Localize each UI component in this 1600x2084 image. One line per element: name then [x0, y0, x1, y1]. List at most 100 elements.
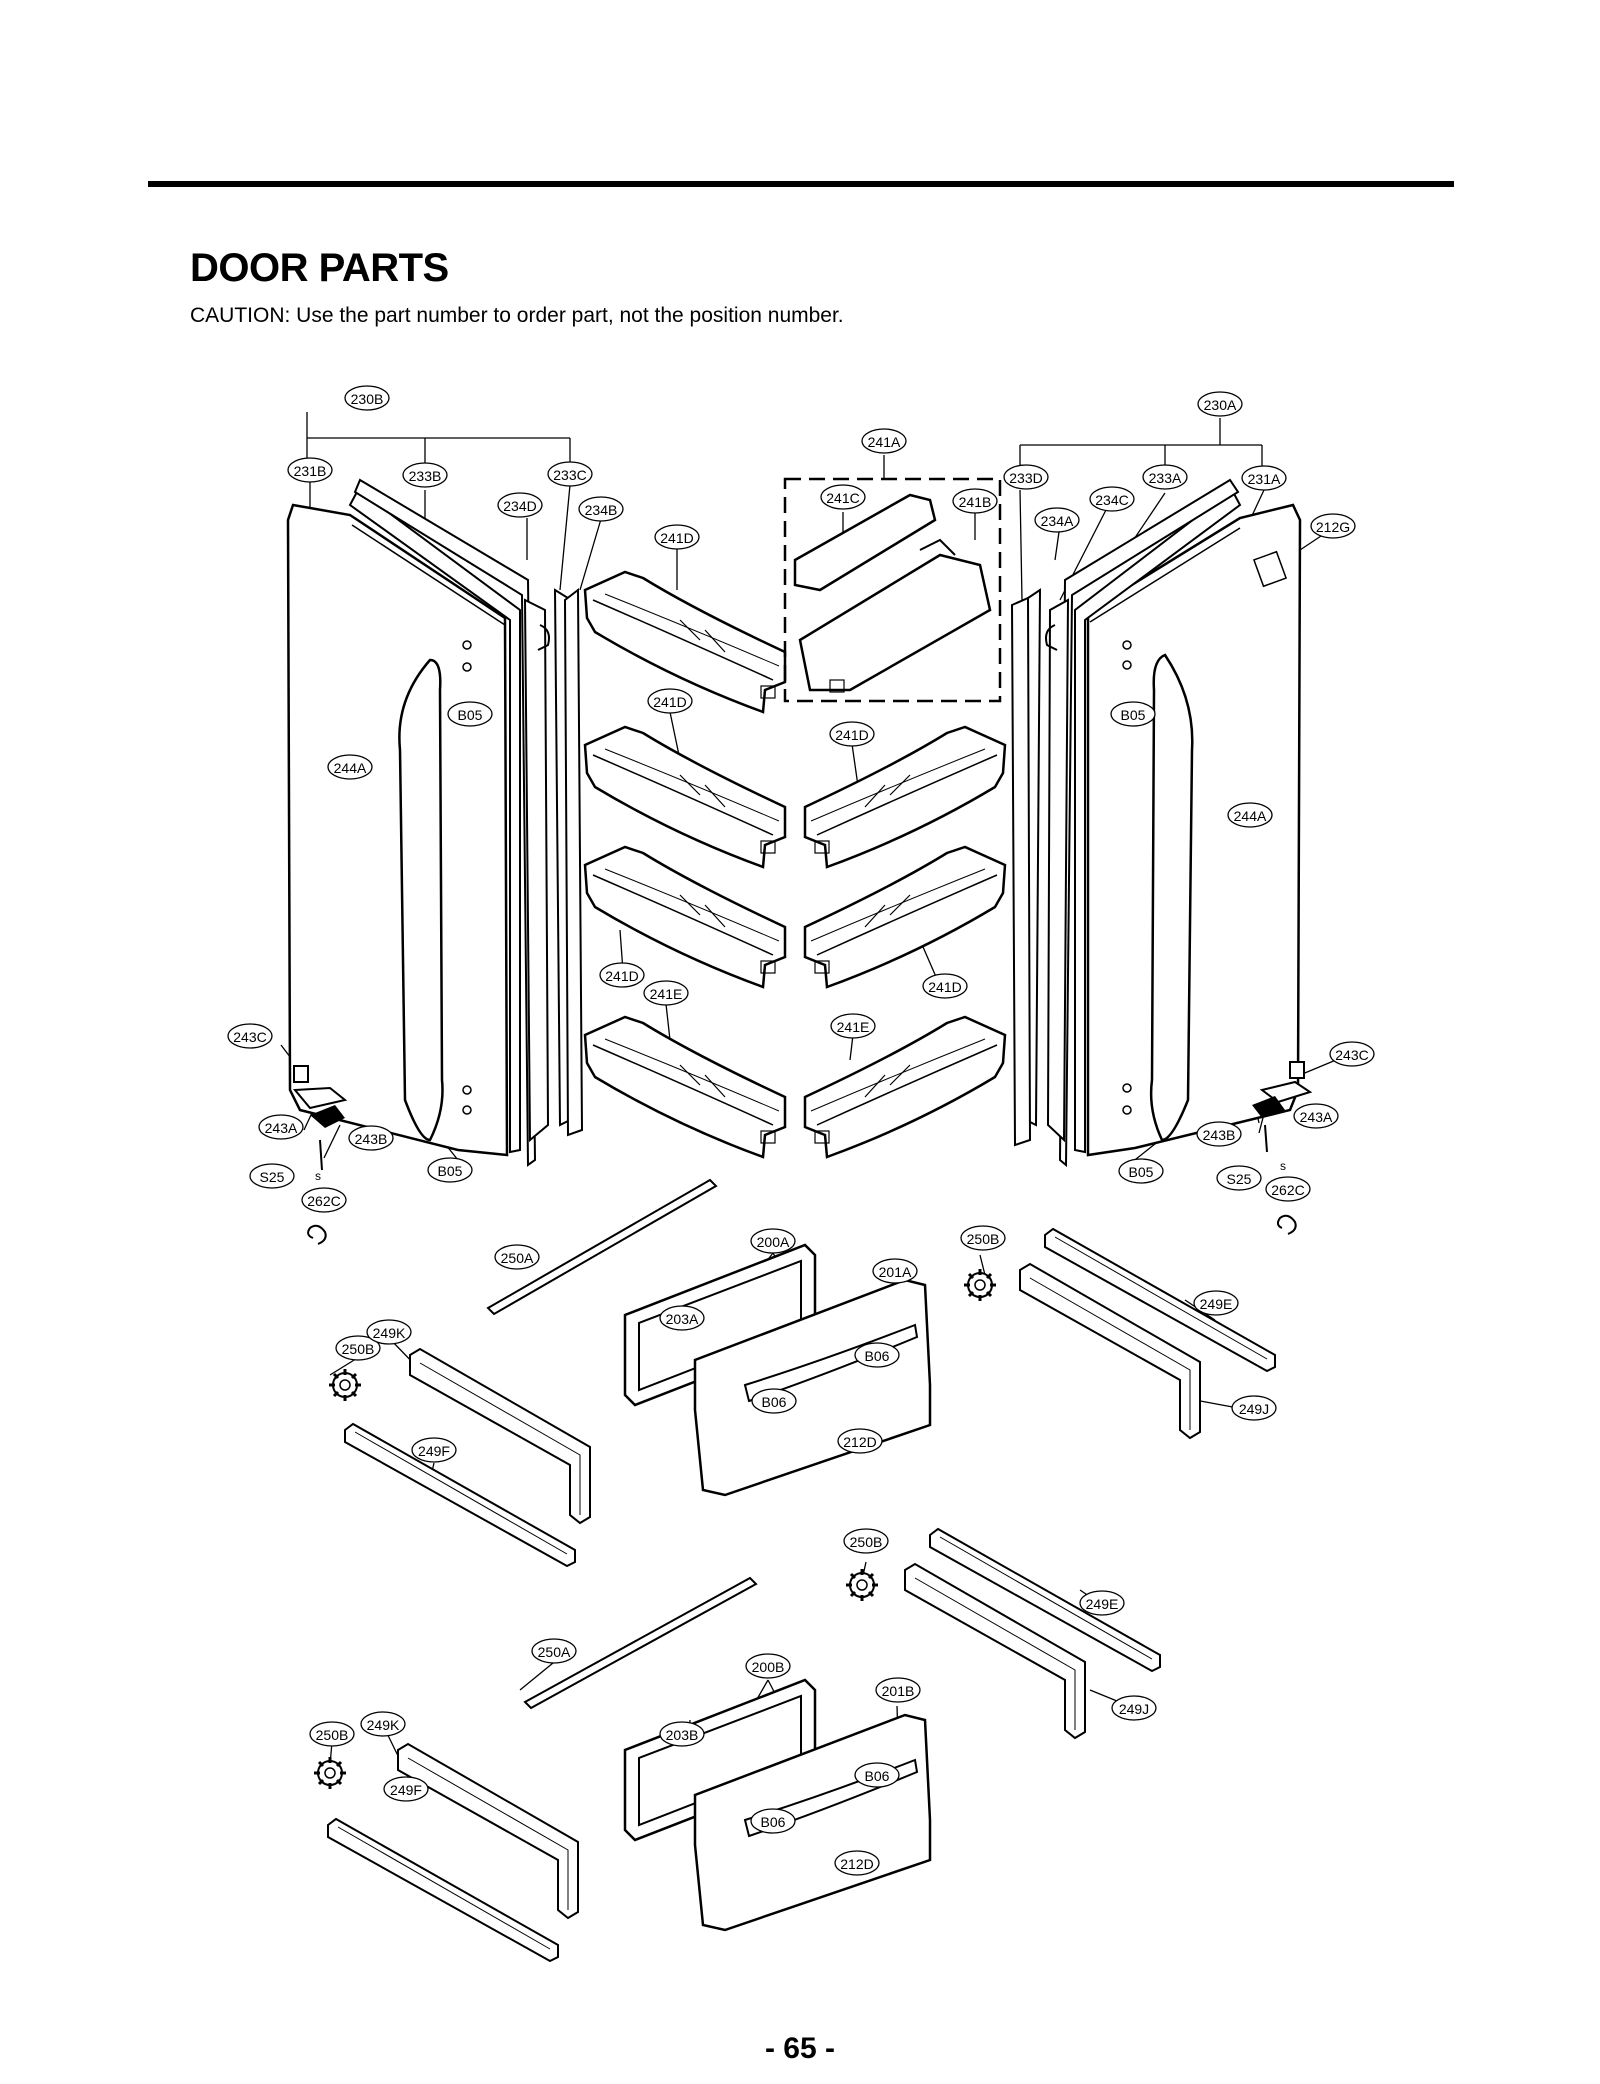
callout-text: 241E	[837, 1019, 870, 1035]
callout-233b: 233B	[402, 462, 448, 488]
callout-b05-1: B05	[447, 701, 493, 727]
callout-text: 234D	[503, 498, 536, 514]
callout-250b-2: 250B	[335, 1335, 381, 1361]
bracket-249J-lower	[904, 1563, 1086, 1739]
callout-241d-1: 241D	[654, 524, 700, 550]
callout-230a: 230A	[1197, 391, 1243, 417]
upper-drawer	[623, 1243, 932, 1497]
callout-234d: 234D	[497, 492, 543, 518]
callout-243b-1: 243B	[348, 1125, 394, 1151]
callout-241d-3: 241D	[829, 721, 875, 747]
callout-text: 241E	[650, 986, 683, 1002]
top-rule	[148, 181, 1454, 187]
callout-text: 249J	[1119, 1701, 1149, 1717]
left-door-assembly	[286, 478, 584, 1245]
callout-text: 249E	[1086, 1596, 1119, 1612]
callout-s25-2: S25	[1216, 1165, 1262, 1191]
callout-text: B06	[865, 1768, 890, 1784]
callout-text: 250A	[501, 1250, 534, 1266]
gear-lower-right	[844, 1567, 880, 1603]
callout-244a-2: 244A	[1227, 802, 1273, 828]
lower-drawer	[623, 1678, 932, 1932]
callout-200b: 200B	[745, 1653, 791, 1679]
callout-text: 241B	[959, 494, 992, 510]
callout-text: 244A	[334, 760, 367, 776]
callout-text: B05	[438, 1163, 463, 1179]
callout-text: B05	[1121, 707, 1146, 723]
callout-text: 231B	[294, 463, 327, 479]
callout-243c-1: 243C	[227, 1023, 273, 1049]
callout-text: 250A	[538, 1644, 571, 1660]
callout-243a-2: 243A	[1293, 1103, 1339, 1129]
callout-text: 243A	[265, 1120, 298, 1136]
callout-250a-2: 250A	[531, 1638, 577, 1664]
s-marker: s	[1280, 1159, 1286, 1173]
bracket-249K-upper	[409, 1348, 591, 1524]
callout-text: 212D	[843, 1434, 876, 1450]
gear-upper-left	[327, 1367, 363, 1403]
callout-b05-4: B05	[1118, 1158, 1164, 1184]
page-title: DOOR PARTS	[190, 246, 449, 290]
callout-241b: 241B	[952, 488, 998, 514]
callout-text: 243C	[233, 1029, 266, 1045]
callout-243c-2: 243C	[1329, 1041, 1375, 1067]
callout-b06-1: B06	[854, 1342, 900, 1368]
callout-241d-4: 241D	[599, 962, 645, 988]
callout-203a: 203A	[659, 1305, 705, 1331]
callout-249j-2: 249J	[1111, 1695, 1157, 1721]
callout-230b: 230B	[344, 385, 390, 411]
callout-b06-4: B06	[750, 1808, 796, 1834]
callout-b06-2: B06	[751, 1388, 797, 1414]
bracket-249J-upper	[1019, 1263, 1201, 1439]
callout-b06-3: B06	[854, 1762, 900, 1788]
callout-text: 201A	[879, 1264, 912, 1280]
callout-234b: 234B	[578, 496, 624, 522]
callout-text: 203A	[666, 1311, 699, 1327]
callout-text: 201B	[882, 1683, 915, 1699]
callout-text: 250B	[342, 1341, 375, 1357]
callout-text: 250B	[316, 1727, 349, 1743]
callout-b05-3: B05	[427, 1157, 473, 1183]
callout-201a: 201A	[872, 1258, 918, 1284]
callout-text: 231A	[1248, 471, 1281, 487]
callout-text: B05	[1129, 1164, 1154, 1180]
page-number: - 65 -	[764, 2032, 836, 2065]
callout-text: 233B	[409, 468, 442, 484]
callout-text: 200A	[757, 1234, 790, 1250]
callout-text: B06	[865, 1348, 890, 1364]
callout-text: 233D	[1009, 470, 1042, 486]
callout-text: B06	[762, 1394, 787, 1410]
callout-text: 241D	[605, 968, 638, 984]
callout-text: 212D	[840, 1856, 873, 1872]
callout-234a: 234A	[1034, 507, 1080, 533]
callout-243b-2: 243B	[1196, 1121, 1242, 1147]
callout-249f-1: 249F	[411, 1437, 457, 1463]
callout-text: S25	[260, 1169, 285, 1185]
right-door-assembly	[1010, 478, 1313, 1235]
callout-text: 241D	[928, 979, 961, 995]
gear-upper-right	[962, 1267, 998, 1303]
callout-text: 233A	[1149, 470, 1182, 486]
callout-text: 249J	[1239, 1401, 1269, 1417]
callout-244a-1: 244A	[327, 754, 373, 780]
callout-250b-3: 250B	[843, 1528, 889, 1554]
callout-241d-5: 241D	[922, 973, 968, 999]
upper-rod	[486, 1178, 718, 1316]
callout-text: 243A	[1300, 1109, 1333, 1125]
callout-text: 234A	[1041, 513, 1074, 529]
callout-text: 243B	[355, 1131, 388, 1147]
callout-text: 262C	[307, 1193, 340, 1209]
callout-text: 203B	[666, 1727, 699, 1743]
callout-text: 250B	[850, 1534, 883, 1550]
callout-text: 241C	[826, 490, 859, 506]
callout-text: 241D	[835, 727, 868, 743]
callout-text: 249K	[373, 1325, 406, 1341]
callout-text: 241D	[653, 694, 686, 710]
s-marker: s	[315, 1169, 321, 1183]
callout-text: 241A	[868, 434, 901, 450]
callout-262c-1: 262C	[301, 1187, 347, 1213]
callout-text: 243B	[1203, 1127, 1236, 1143]
callout-212d-2: 212D	[834, 1850, 880, 1876]
callout-250b-4: 250B	[309, 1721, 355, 1747]
lower-rod	[523, 1576, 758, 1710]
